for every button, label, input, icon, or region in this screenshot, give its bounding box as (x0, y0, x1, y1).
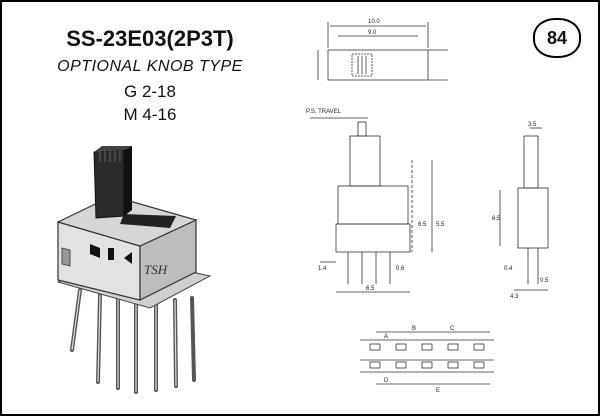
front-view-dim-d: 0.6 (396, 266, 405, 272)
switch-product-illustration: TSH (56, 146, 212, 394)
pcb-layout-drawing (360, 331, 494, 385)
side-view-drawing (499, 127, 549, 291)
front-view-dim-a: 6.5 (418, 222, 427, 228)
side-view-dim-c: 0.4 (504, 266, 513, 272)
pcb-label-b: B (412, 326, 416, 332)
top-view-dim-overall: 10.0 (368, 19, 380, 25)
front-view-travel-label: P.S. TRAVEL (306, 109, 342, 115)
knob-type-note: OPTIONAL KNOB TYPE (57, 58, 243, 75)
variant-g: G 2-18 (124, 82, 176, 101)
side-view-dim-e: 4.3 (510, 294, 519, 300)
side-view-dim-d: 0.5 (540, 278, 549, 284)
side-view-dim-a: 3.5 (528, 122, 537, 128)
pcb-label-e: E (436, 388, 440, 394)
page-number-badge: 84 (533, 18, 581, 58)
pcb-label-a: A (384, 334, 388, 340)
front-view-dim-c: 1.4 (318, 266, 327, 272)
top-view-drawing (317, 22, 448, 81)
pcb-label-c: C (450, 326, 455, 332)
model-title: SS-23E03(2P3T) (66, 26, 234, 51)
pcb-label-d: D (384, 378, 389, 384)
variant-m: M 4-16 (123, 105, 177, 124)
front-view-dim-e: 6.5 (366, 286, 375, 292)
brand-logo: TSH (144, 262, 168, 277)
front-view-drawing (310, 117, 433, 293)
top-view-dim-inner: 9.0 (368, 30, 377, 36)
front-view-dim-b: 5.5 (436, 222, 445, 228)
side-view-dim-b: 6.5 (492, 216, 501, 222)
